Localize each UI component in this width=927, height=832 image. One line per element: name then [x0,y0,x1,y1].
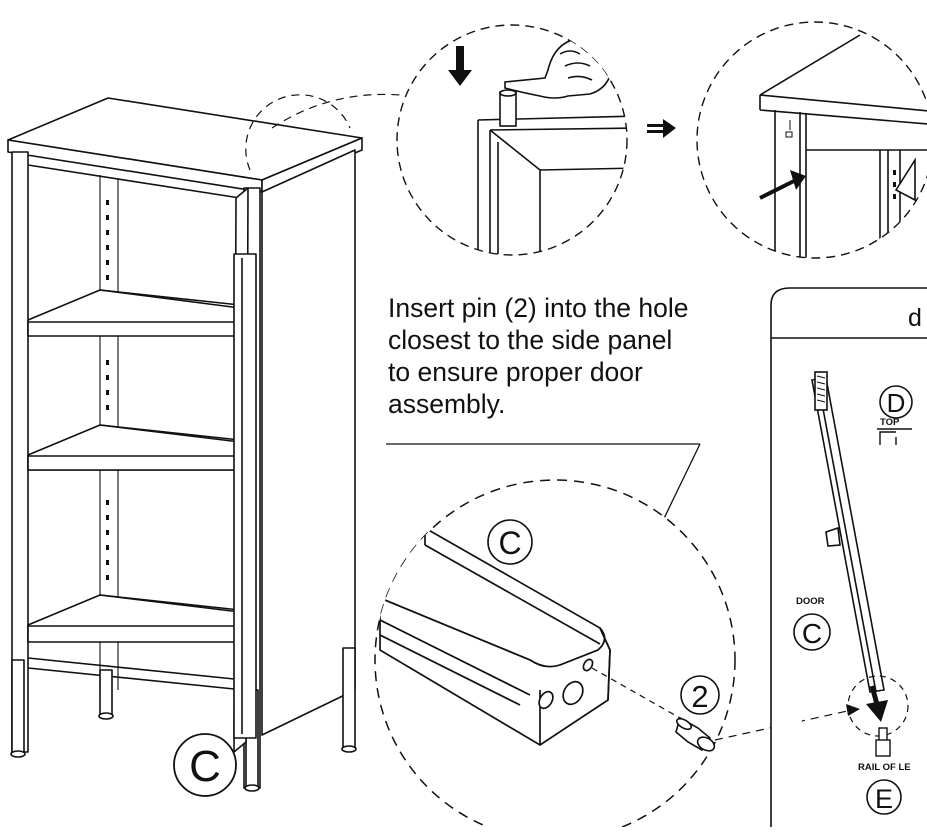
part-label-d: D [879,385,913,419]
zoom-indicator-top [245,94,351,171]
part-label-c-detail-text: C [498,525,521,561]
part-label-2-text: 2 [691,679,708,714]
part-label-c-cabinet-text: C [189,742,221,791]
instruction-line-2: closest to the side panel [388,325,673,355]
top-label: TOP [880,417,900,428]
bottom-shelf [27,594,241,643]
detail-circle-pin-insert [396,24,628,256]
part-label-c-cabinet: C [173,733,237,797]
shelf-rack-holes [106,200,109,580]
part-label-2: 2 [680,675,720,715]
part-label-c-door: C [793,613,831,651]
door-hole-pin [582,658,594,672]
arrow-down-icon [448,46,472,86]
pin-icon [499,91,517,127]
pin-2-icon [675,716,716,752]
instruction-line-1: Insert pin (2) into the hole [388,293,689,323]
part-label-d-text: D [887,388,906,418]
rail-pin-icon [875,727,891,757]
arrow-right-icon [647,119,676,138]
part-label-e-text: E [875,784,893,814]
panel-header: d [908,304,922,332]
instruction-line-3: to ensure proper door [388,357,643,387]
cabinet-legs [10,647,357,792]
cabinet-door [233,187,257,753]
door-rail-illustration [811,371,885,693]
instruction-line-4: assembly. [388,389,506,419]
shelf-1 [27,289,241,337]
instruction-text: Insert pin (2) into the hole closest to … [388,292,768,420]
door-reference-panel: d D TOP DOOR C [770,287,927,827]
cabinet-illustration [7,94,363,792]
cabinet-side-panel [261,149,356,736]
rail-label: RAIL OF LE [858,762,911,773]
part-label-c-door-text: C [802,618,822,649]
door-label: DOOR [796,596,825,607]
door-hole-small [538,690,554,710]
arrow-down-rail-icon [866,685,888,722]
part-label-e: E [866,779,902,815]
door-hole-large [562,680,584,706]
detail-circle-door-hinge [696,21,927,259]
cabinet-top-side-edge [261,137,363,193]
part-label-c-detail: C [487,519,533,565]
arrow-insert-icon [759,170,806,200]
detail-circle-door-hole: 2 C [374,479,860,832]
shelf-2 [27,424,241,471]
